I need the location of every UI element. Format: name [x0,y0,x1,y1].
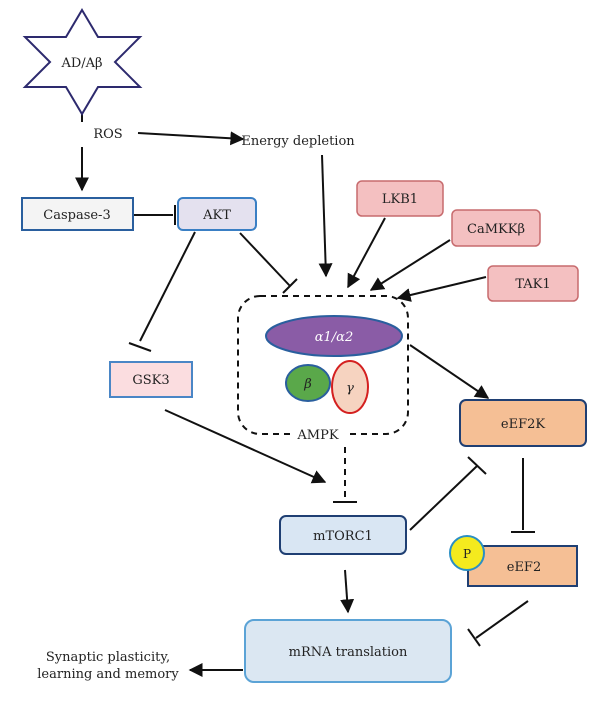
node-ad-abeta: AD/Aβ [22,8,143,116]
node-outcome: Synaptic plasticity, learning and memory [37,650,179,682]
node-tak1: TAK1 [487,265,579,302]
label-outcome-line1: Synaptic plasticity, [46,650,170,665]
edge-tak1-to-ampk [396,276,487,302]
edge-mtorc1-to-mrna [340,569,355,614]
node-akt: AKT [177,197,257,231]
node-mrna-translation: mRNA translation [244,619,452,683]
subunit-alpha [265,315,403,357]
edge-lkb1-to-ampk [347,217,386,289]
label-ampk: AMPK [296,428,338,443]
label-mtorc1: mTORC1 [313,529,373,544]
node-eef2: eEF2 P [449,535,578,587]
label-ros: ROS [93,127,122,142]
inhibit-bar-eef2k [467,456,487,475]
inhibit-bar-ampk-from-akt [282,278,298,294]
phosphate-marker [449,535,485,571]
label-energy-depletion: Energy depletion [241,134,355,149]
label-camkkb: CaMKKβ [467,222,525,237]
node-ampk-complex: AMPK α1/α2 β γ [237,295,409,444]
label-tak1: TAK1 [515,277,550,292]
node-lkb1: LKB1 [356,180,444,217]
label-beta: β [303,377,312,392]
label-phosphate: P [463,547,471,561]
inhibit-bar-gsk3 [128,342,152,352]
label-ad-abeta: AD/Aβ [60,56,102,71]
node-mtorc1: mTORC1 [279,515,407,555]
edge-energy-depletion-to-ampk [318,154,333,278]
subunit-gamma [331,360,369,414]
ampk-dashed-boundary [237,295,409,435]
edge-ampk-to-eef2k [409,344,490,399]
edge-mtorc1-inhibits-eef2k [409,465,478,531]
label-eef2k: eEF2K [501,417,545,432]
edge-camkkb-to-ampk [369,239,451,291]
inhibit-bar-mrna [467,628,481,647]
edge-akt-inhibits-gsk3 [139,231,196,342]
edge-ros-to-energy-depletion [137,131,245,146]
edges [75,110,535,677]
edge-gsk3-to-mtorc1 [164,409,327,484]
subunit-beta [285,364,331,402]
label-lkb1: LKB1 [382,192,418,207]
node-eef2k: eEF2K [459,399,587,447]
ampk-label-bg [290,424,350,444]
label-mrna-translation: mRNA translation [289,645,408,660]
star-shape [22,8,143,116]
label-akt: AKT [202,208,231,223]
node-camkkb: CaMKKβ [451,209,541,247]
label-gamma: γ [346,381,354,396]
edge-eef2-inhibits-mrna [475,600,529,639]
label-caspase3: Caspase-3 [43,208,110,223]
label-alpha: α1/α2 [315,330,353,345]
edge-akt-inhibits-ampk [239,232,291,287]
node-gsk3: GSK3 [109,361,193,398]
node-caspase3: Caspase-3 [21,197,134,231]
label-eef2: eEF2 [507,560,541,575]
label-outcome-line2: learning and memory [37,667,179,682]
label-gsk3: GSK3 [132,373,169,388]
